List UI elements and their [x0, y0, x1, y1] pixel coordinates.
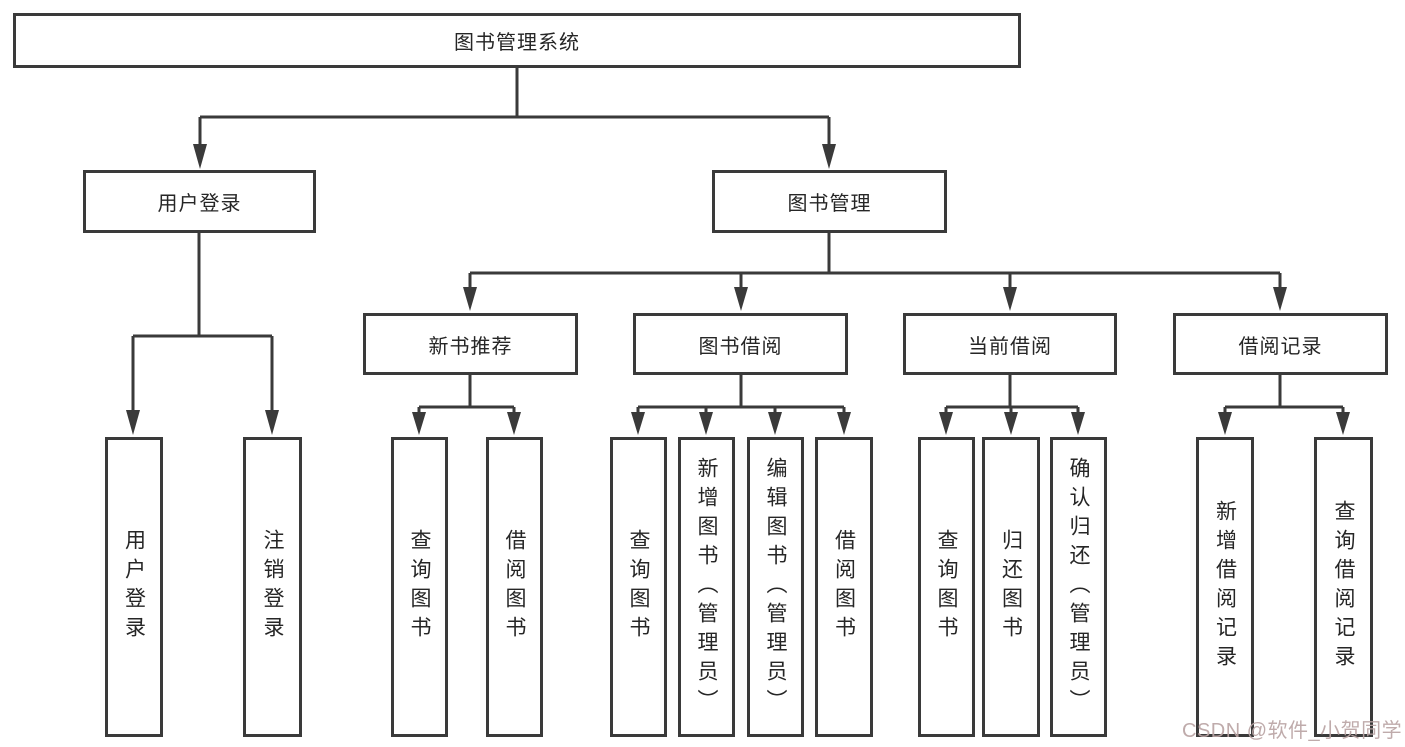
connector-new-book-rec-children	[412, 375, 521, 435]
leaf-query-book-borrow-label: 查询图书	[627, 529, 650, 645]
connector-user-login-children	[126, 233, 279, 435]
leaf-logout-label: 注销登录	[261, 529, 284, 645]
leaf-edit-book-admin: 编辑图书（管理员）	[747, 437, 804, 737]
leaf-query-book-borrow: 查询图书	[610, 437, 667, 737]
node-new-book-recommend: 新书推荐	[363, 313, 578, 375]
connector-borrow-records-children	[1218, 375, 1350, 435]
leaf-borrow-book-recommend: 借阅图书	[486, 437, 543, 737]
leaf-add-book-admin-label: 新增图书（管理员）	[695, 456, 718, 718]
leaf-user-login: 用户登录	[105, 437, 163, 737]
leaf-confirm-return-admin-label: 确认归还（管理员）	[1067, 456, 1090, 718]
connector-root-to-level2	[193, 68, 836, 169]
leaf-add-borrow-record-label: 新增借阅记录	[1213, 500, 1237, 674]
node-borrow-records-label: 借阅记录	[1238, 335, 1323, 358]
connector-book-borrow-children	[631, 375, 851, 435]
node-book-borrow-label: 图书借阅	[698, 335, 783, 358]
leaf-borrow-book-recommend-label: 借阅图书	[503, 529, 526, 645]
connector-book-mgmt-to-level3	[463, 233, 1287, 311]
node-user-login-label: 用户登录	[157, 193, 242, 215]
node-current-borrow: 当前借阅	[903, 313, 1117, 375]
leaf-borrow-book: 借阅图书	[815, 437, 873, 737]
leaf-edit-book-admin-label: 编辑图书（管理员）	[764, 456, 787, 718]
leaf-borrow-book-label: 借阅图书	[832, 529, 856, 645]
leaf-add-book-admin: 新增图书（管理员）	[678, 437, 735, 737]
leaf-confirm-return-admin: 确认归还（管理员）	[1050, 437, 1107, 737]
node-book-borrow: 图书借阅	[633, 313, 848, 375]
leaf-query-borrow-record: 查询借阅记录	[1314, 437, 1373, 737]
node-current-borrow-label: 当前借阅	[968, 335, 1052, 358]
node-book-management-label: 图书管理	[787, 193, 872, 215]
node-root: 图书管理系统	[13, 13, 1021, 68]
node-book-management: 图书管理	[712, 170, 947, 233]
leaf-query-book-current-label: 查询图书	[935, 529, 958, 645]
leaf-query-book-recommend-label: 查询图书	[408, 529, 431, 645]
leaf-logout: 注销登录	[243, 437, 302, 737]
node-root-label: 图书管理系统	[454, 32, 580, 54]
leaf-user-login-label: 用户登录	[122, 529, 146, 645]
leaf-return-book-label: 归还图书	[999, 529, 1023, 645]
node-new-book-recommend-label: 新书推荐	[428, 335, 513, 358]
node-user-login: 用户登录	[83, 170, 316, 233]
leaf-return-book: 归还图书	[982, 437, 1040, 737]
leaf-query-book-current: 查询图书	[918, 437, 975, 737]
node-borrow-records: 借阅记录	[1173, 313, 1388, 375]
connector-current-borrow-children	[939, 375, 1085, 435]
csdn-watermark: CSDN @软件_小贺同学	[1182, 720, 1403, 742]
leaf-query-book-recommend: 查询图书	[391, 437, 448, 737]
leaf-add-borrow-record: 新增借阅记录	[1196, 437, 1254, 737]
leaf-query-borrow-record-label: 查询借阅记录	[1332, 500, 1355, 674]
